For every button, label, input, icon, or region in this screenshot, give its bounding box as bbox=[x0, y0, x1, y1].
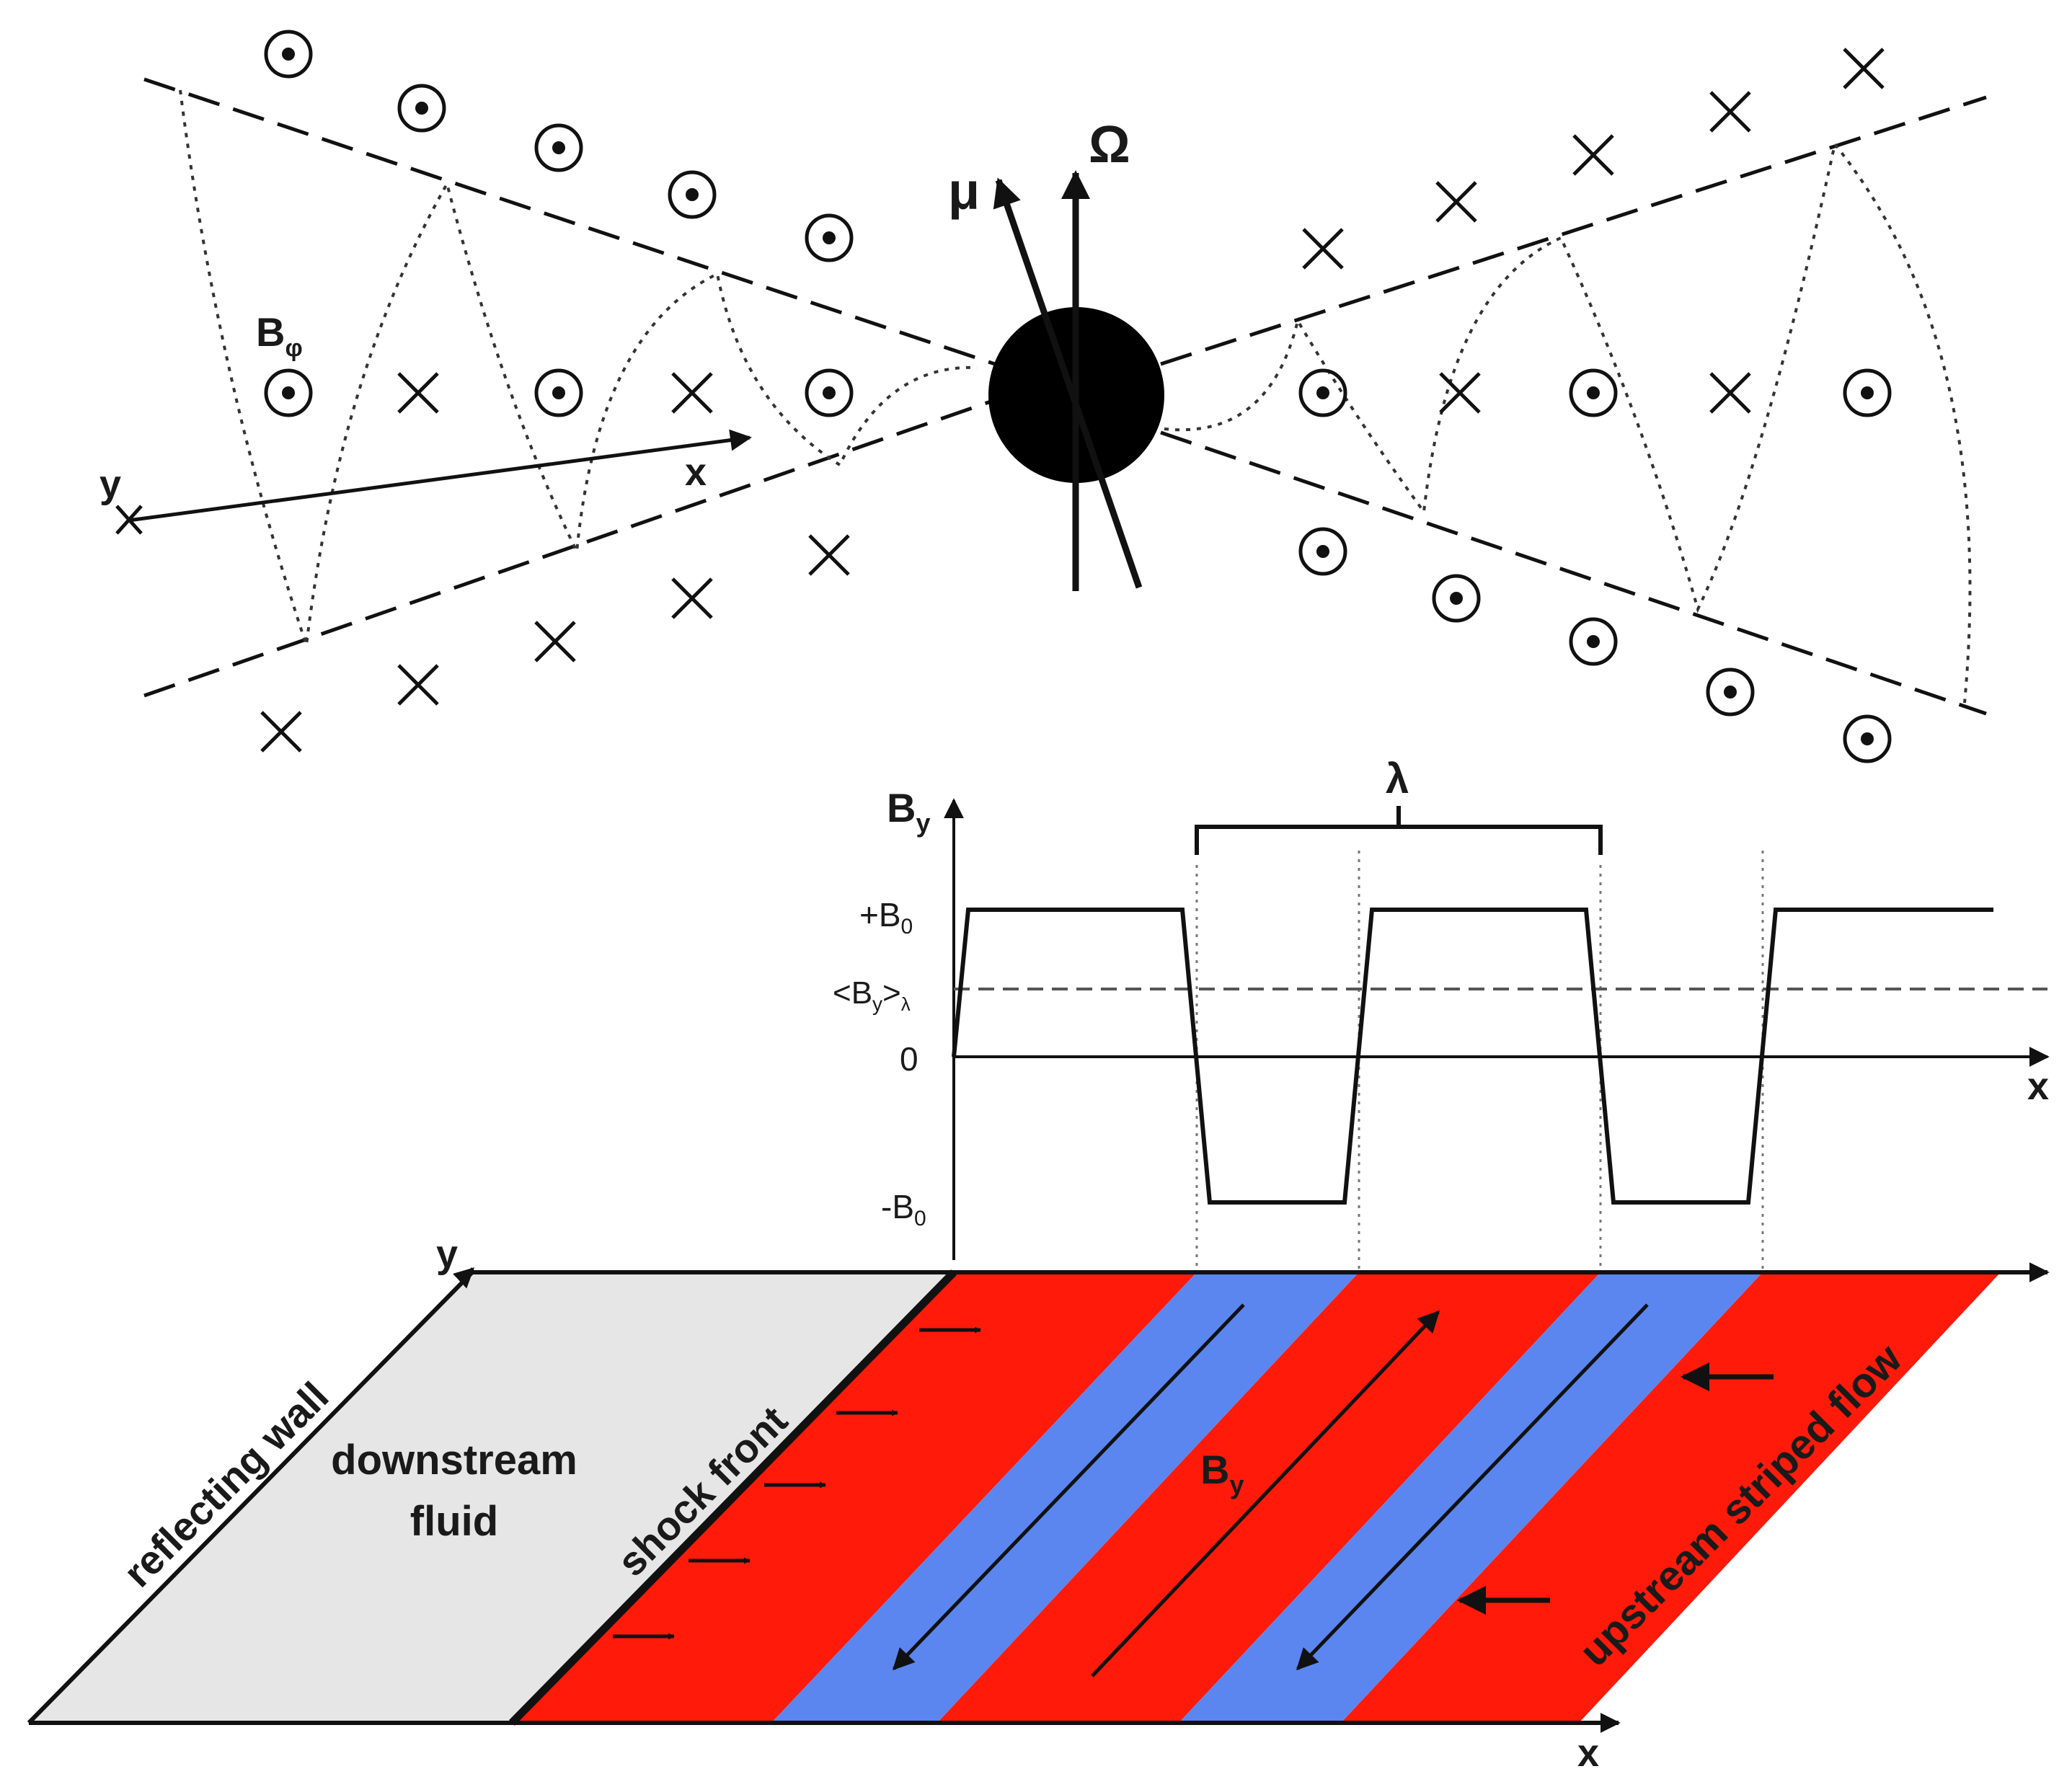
flow-axis-x-label: x bbox=[1577, 1731, 1599, 1775]
cross-icon bbox=[1302, 228, 1344, 270]
by-profile-plot: λ By x +B0 <By>λ 0 -B0 bbox=[833, 755, 2050, 1272]
circle-dot-icon bbox=[1432, 574, 1481, 623]
flow-axis-y-label: y bbox=[436, 1233, 458, 1276]
wave-left bbox=[179, 89, 978, 646]
cross-icon bbox=[1843, 48, 1885, 89]
circle-dot-icon bbox=[534, 123, 583, 172]
circle-dot-icon bbox=[1843, 714, 1892, 763]
stripe-red-2 bbox=[937, 1272, 1601, 1723]
cross-icon bbox=[397, 664, 439, 706]
tick-zero: 0 bbox=[900, 1040, 918, 1078]
cross-icon bbox=[1709, 91, 1751, 133]
circle-dot-icon bbox=[1569, 617, 1618, 666]
stripe-field-arrows bbox=[892, 1303, 1649, 1677]
shock-motion-arrows bbox=[613, 1326, 981, 1640]
stripe-blue-1 bbox=[771, 1272, 1359, 1723]
cross-icon bbox=[1572, 134, 1614, 176]
shock-front-edge bbox=[509, 1269, 957, 1726]
circle-dot-icon bbox=[805, 213, 854, 262]
cross-icon bbox=[397, 372, 439, 414]
x-axis-label: x bbox=[2027, 1065, 2049, 1108]
downstream-region bbox=[29, 1272, 954, 1723]
current-sheet-wave bbox=[179, 89, 1972, 704]
field-arrow-up-1 bbox=[1091, 1310, 1440, 1677]
cross-icon bbox=[534, 621, 576, 662]
field-arrow-down-2 bbox=[1296, 1303, 1649, 1671]
wave-right bbox=[1164, 141, 1972, 704]
circle-dot-icon bbox=[1298, 527, 1347, 576]
wind-axis-y-cross bbox=[115, 505, 143, 535]
wavelength-bracket bbox=[1195, 806, 1603, 855]
cross-icon bbox=[1435, 181, 1477, 223]
wind-axis-x bbox=[128, 429, 752, 523]
reflecting-wall-edge bbox=[27, 1270, 474, 1725]
wind-axis-x-label: x bbox=[685, 451, 707, 494]
downstream-label-line1: downstream bbox=[331, 1437, 577, 1484]
circle-dot-icon bbox=[264, 368, 313, 417]
cross-icon bbox=[260, 711, 302, 753]
circle-dot-icon bbox=[397, 84, 446, 133]
cross-icon bbox=[671, 372, 713, 414]
tick-minus-b0: -B0 bbox=[881, 1188, 926, 1230]
shock-flow-diagram: reflecting wall downstream fluid shock f… bbox=[27, 1233, 2050, 1775]
circle-dot-icon bbox=[1706, 668, 1755, 717]
downstream-label-line2: fluid bbox=[410, 1498, 498, 1545]
cone-left-lower bbox=[143, 398, 996, 698]
wavelength-label: λ bbox=[1386, 755, 1409, 802]
cross-icon bbox=[1709, 372, 1751, 414]
stripe-guides bbox=[1195, 851, 1764, 1272]
mu-label: μ bbox=[948, 163, 980, 221]
cross-icon bbox=[1439, 372, 1481, 414]
circle-dot-icon bbox=[264, 30, 313, 79]
circle-dot-icon bbox=[668, 170, 717, 219]
magnetic-axis bbox=[993, 177, 1143, 589]
wind-axis-y-label: y bbox=[99, 463, 121, 506]
cross-icon bbox=[808, 534, 850, 576]
cone-right-lower bbox=[1160, 430, 1987, 716]
circle-dot-icon bbox=[534, 368, 583, 417]
b-phi-label: Bφ bbox=[256, 309, 303, 362]
flow-axis-y bbox=[453, 1267, 475, 1289]
wind-cone-boundaries bbox=[143, 77, 1987, 716]
field-symbols bbox=[260, 30, 1892, 763]
tick-mean: <By>λ bbox=[833, 975, 911, 1015]
cone-left-upper bbox=[143, 77, 996, 366]
stripe-red-1 bbox=[512, 1272, 1197, 1723]
cone-right-upper bbox=[1160, 95, 1987, 366]
circle-dot-icon bbox=[1298, 368, 1347, 417]
stripe-red-3 bbox=[1341, 1272, 2001, 1723]
circle-dot-icon bbox=[805, 368, 854, 417]
upstream-flow-arrows bbox=[1457, 1362, 1774, 1615]
circle-dot-icon bbox=[1843, 368, 1892, 417]
field-arrow-down-1 bbox=[892, 1303, 1245, 1671]
b-y-stripe-label: By bbox=[1200, 1447, 1244, 1499]
by-axis-label: By bbox=[887, 785, 930, 838]
cross-icon bbox=[671, 577, 713, 619]
omega-label: Ω bbox=[1089, 116, 1130, 174]
circle-dot-icon bbox=[1569, 368, 1618, 417]
square-wave bbox=[952, 908, 1993, 1205]
pulsar-wind-diagram: μ Ω x y Bφ bbox=[99, 30, 1987, 763]
b-phi-subscript: φ bbox=[285, 334, 302, 362]
stripe-blue-2 bbox=[1179, 1272, 1763, 1723]
tick-plus-b0: +B0 bbox=[859, 896, 913, 939]
